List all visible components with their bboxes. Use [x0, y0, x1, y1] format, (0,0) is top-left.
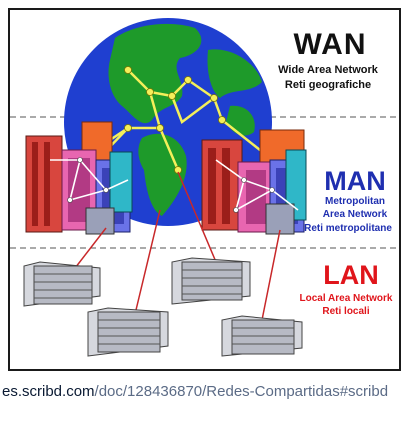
lan-building-1	[23, 261, 101, 307]
man-title: MAN	[324, 166, 386, 196]
lan-building-4	[221, 315, 303, 357]
caption-domain[interactable]: es.scribd.com	[2, 383, 95, 400]
lan-links	[71, 171, 281, 331]
network-diagram-frame: WAN Wide Area Network Reti geografiche M…	[8, 8, 401, 371]
lan-building-2	[171, 257, 251, 305]
man-subtitle-line1: Metropolitan	[325, 196, 385, 207]
wan-subtitle-english: Wide Area Network	[278, 64, 378, 76]
wan-nodes	[124, 66, 226, 174]
lan-title: LAN	[323, 260, 379, 290]
wan-subtitle-italian: Reti geografiche	[284, 79, 372, 91]
man-buildings-left	[25, 121, 133, 235]
man-subtitle-italian: Reti metropolitane	[304, 223, 392, 234]
wan-title: WAN	[293, 28, 367, 61]
man-nodes	[67, 157, 275, 213]
man-buildings-right	[201, 129, 307, 235]
man-subtitle-line2: Area Network	[322, 209, 388, 220]
network-diagram	[10, 18, 399, 357]
lan-subtitle-italian: Reti locali	[322, 306, 370, 317]
lan-subtitle-english: Local Area Network	[299, 293, 393, 304]
caption-path[interactable]: /doc/128436870/Redes-Compartidas#scribd	[94, 383, 389, 400]
lan-building-3	[87, 307, 169, 357]
source-caption-link[interactable]: es.scribd.com/doc/128436870/Redes-Compar…	[2, 383, 414, 400]
